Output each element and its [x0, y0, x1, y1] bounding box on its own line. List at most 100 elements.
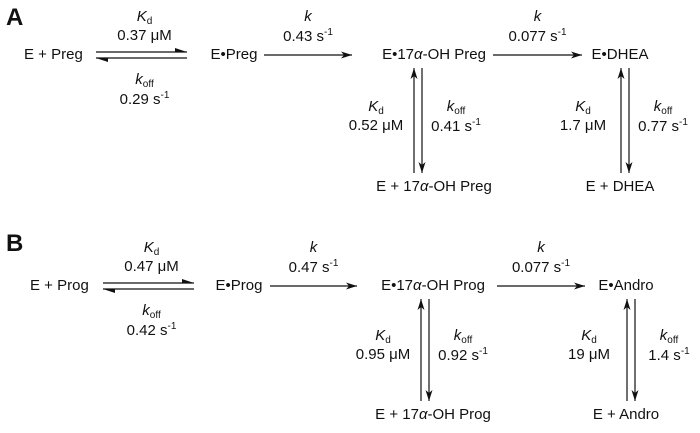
panel-b-intermediate-complex: E•17α-OH Prog	[381, 277, 485, 294]
panel-a-intermediate-release-koff: koff	[447, 99, 465, 117]
panel-a-step1-rate-value-exponent: -1	[323, 27, 333, 38]
panel-b-step2-rate-value-number: 0.077 s	[511, 259, 562, 276]
panel-b-product-release-koff-subscript: off	[667, 335, 679, 346]
panel-b-intermediate-release-kd-symbol: K	[375, 327, 386, 344]
panel-a-product-complex: E•DHEA	[591, 46, 649, 63]
panel-b-intermediate-release-kd-value: 0.95 μM	[355, 346, 411, 363]
panel-b-step2-rate-value: 0.077 s-1	[511, 258, 571, 276]
panel-a-intermediate-release-down-arrowhead	[418, 162, 426, 173]
panel-a-binding-kd-subscript: d	[146, 16, 153, 27]
panel-a-enzyme-substrate: E + Preg	[24, 46, 83, 63]
panel-a-product-release-kd-subscript: d	[585, 105, 591, 117]
panel-b-intermediate-release-kd-subscript: d	[385, 335, 391, 346]
panel-b-product-release-kd-subscript: d	[591, 335, 597, 346]
panel-a-binding-koff-symbol: k	[135, 71, 143, 88]
panel-b-label: B	[6, 230, 24, 257]
panel-b-product-release-up-arrowhead	[623, 299, 631, 310]
panel-a-product-release-koff-value: 0.77 s-1	[638, 116, 688, 134]
panel-b-intermediate-release-koff-value-exponent: -1	[478, 346, 488, 357]
panel-b-intermediate-release-kd: Kd	[375, 328, 391, 346]
panel-a-free-product: E + DHEA	[585, 178, 655, 195]
panel-a-step1-arrowhead	[341, 51, 352, 59]
panel-b-binding-reverse-arrowhead	[103, 289, 115, 293]
panel-b-intermediate-release-koff-symbol: k	[453, 327, 462, 344]
panel-a-product-release-koff-symbol: k	[653, 97, 662, 115]
panel-a-intermediate-release-kd-subscript: d	[378, 105, 384, 117]
panel-a-step2-rate-symbol: k	[533, 8, 542, 25]
panel-b-binding-koff-value-number: 0.42 s	[126, 322, 168, 339]
panel-b-intermediate-release-down-arrowhead	[425, 390, 433, 401]
panel-a-intermediate-release-kd-symbol: K	[368, 97, 379, 115]
panel-b-step1-rate-value-exponent: -1	[329, 258, 339, 269]
panel-b-product-release-kd-value: 19 μM	[568, 346, 610, 363]
panel-b-product-release-koff-value-exponent: -1	[680, 346, 690, 357]
panel-b-product-release-kd: Kd	[581, 328, 597, 346]
panel-a-intermediate-release-koff-subscript: off	[454, 105, 466, 117]
panel-b-product-release-koff: koff	[660, 328, 678, 346]
panel-b-binding-koff-symbol: k	[142, 302, 150, 319]
panel-b-binding-koff-subscript: off	[149, 310, 161, 321]
panel-b-product-release-down-arrowhead	[631, 390, 639, 401]
panel-a-binding-reverse-arrowhead	[96, 58, 108, 62]
panel-b-intermediate-release-koff-value-number: 0.92 s	[438, 347, 479, 364]
panel-a-intermediate-release-koff-value-exponent: -1	[471, 116, 481, 128]
panel-a-product-release-koff: koff	[654, 99, 672, 117]
panel-b-binding-kd-symbol: K	[143, 239, 154, 256]
panel-b-binding-koff-value-exponent: -1	[167, 321, 177, 332]
panel-b-step2-rate-value-exponent: -1	[561, 258, 571, 269]
panel-a-step2-rate-value-exponent: -1	[557, 27, 567, 38]
panel-a-step2-rate-value: 0.077 s-1	[508, 27, 567, 45]
panel-b-enzyme-substrate: E + Prog	[30, 277, 89, 294]
panel-b-binding-kd-subscript: d	[153, 247, 160, 258]
panel-a-intermediate-release-up-arrowhead	[410, 68, 418, 79]
panel-b-binding-forward-arrowhead	[182, 279, 194, 283]
panel-b-product-release-koff-value: 1.4 s-1	[648, 346, 690, 364]
panel-b-binding-kd: Kd	[144, 240, 160, 258]
panel-b-step1-rate-value: 0.47 s-1	[288, 258, 339, 276]
panel-b-binding-koff-value: 0.42 s-1	[126, 321, 177, 339]
panel-b-binding-koff: koff	[142, 303, 160, 321]
panel-b-binding-kd-value: 0.47 μM	[124, 258, 179, 275]
panel-a-step2-rate-value-number: 0.077 s	[508, 28, 558, 45]
panel-a-product-release-koff-subscript: off	[661, 105, 673, 117]
panel-a-product-release-kd: Kd	[575, 99, 591, 117]
panel-b-free-intermediate: E + 17α-OH Prog	[375, 406, 491, 423]
panel-b-intermediate-release-koff: koff	[454, 328, 472, 346]
panel-a-free-intermediate: E + 17α-OH Preg	[376, 178, 492, 195]
panel-a-intermediate-release-koff-value: 0.41 s-1	[431, 116, 481, 135]
panel-a-binding-kd-symbol: K	[136, 8, 147, 25]
panel-b-product-release-koff-symbol: k	[659, 327, 668, 344]
panel-b-step1-rate-symbol: k	[309, 239, 318, 256]
panel-b-intermediate-release-up-arrowhead	[417, 299, 425, 310]
panel-a-product-release-koff-value-exponent: -1	[678, 116, 688, 128]
panel-a-intermediate-release-kd: Kd	[368, 99, 384, 117]
panel-b-step1-rate-value-number: 0.47 s	[288, 259, 330, 276]
panel-a-intermediate-release-koff-symbol: k	[446, 97, 455, 115]
panel-a-binding-koff-value-exponent: -1	[160, 90, 170, 101]
panel-a-binding-koff: koff	[135, 72, 153, 90]
panel-a-intermediate-release-koff-value-number: 0.41 s	[431, 117, 472, 135]
panel-a-product-release-up-arrowhead	[617, 68, 625, 79]
panel-b-step2-rate-symbol: k	[537, 239, 545, 256]
panel-a-product-release-kd-value: 1.7 μM	[559, 116, 607, 134]
panel-a-binding-koff-value-number: 0.29 s	[119, 91, 161, 108]
panel-a-product-release-kd-symbol: K	[575, 97, 586, 115]
panel-b-product-complex: E•Andro	[598, 277, 654, 294]
panel-a-binding-koff-value: 0.29 s-1	[119, 90, 170, 108]
panel-a-intermediate-complex: E•17α-OH Preg	[382, 46, 486, 63]
panel-a-binding-forward-arrowhead	[175, 48, 187, 52]
panel-b-intermediate-release-koff-subscript: off	[461, 335, 473, 346]
panel-b-step1-arrowhead	[346, 282, 357, 290]
panel-a-intermediate-release-kd-value: 0.52 μM	[348, 116, 404, 134]
panel-a-step1-rate-symbol: k	[304, 8, 312, 25]
panel-a-binding-koff-subscript: off	[142, 79, 154, 90]
panel-a-step1-rate-value-number: 0.43 s	[283, 28, 324, 45]
panel-b-product-release-kd-symbol: K	[581, 327, 592, 344]
panel-a-binding-kd: Kd	[137, 9, 153, 27]
panel-b-free-product: E + Andro	[592, 406, 660, 423]
panel-a-enzyme-complex: E•Preg	[210, 46, 258, 63]
panel-a-label: A	[6, 4, 24, 31]
panel-b-product-release-koff-value-number: 1.4 s	[648, 347, 681, 364]
